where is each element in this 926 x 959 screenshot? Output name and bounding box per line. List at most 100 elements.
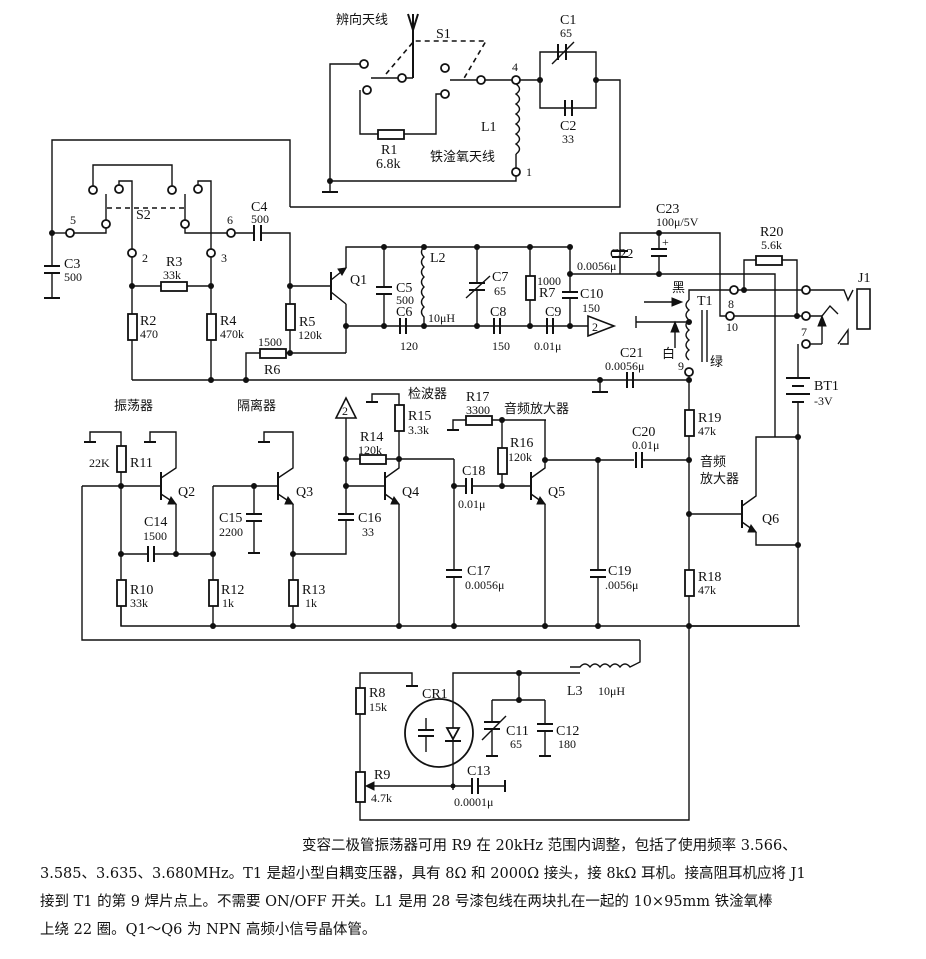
label-c8-value: 150 — [492, 339, 510, 353]
r13-resistor — [288, 579, 299, 607]
label-r16-value: 120k — [508, 450, 532, 464]
r18-resistor — [684, 569, 695, 597]
tag-2-label: 2 — [592, 320, 598, 334]
label-buffer: 隔离器 — [237, 398, 276, 414]
variable-arrow-icon — [481, 715, 507, 741]
label-q4: Q4 — [402, 485, 419, 500]
label-c7-value: 65 — [494, 284, 506, 298]
label-r19: R19 — [698, 411, 721, 426]
label-r12: R12 — [221, 583, 244, 598]
label-s1: S1 — [436, 27, 451, 42]
label-r12-value: 1k — [222, 596, 234, 610]
r12-resistor — [208, 579, 219, 607]
r1-resistor — [377, 129, 405, 140]
label-r2-value: 470 — [140, 327, 158, 341]
pin-6: 6 — [227, 213, 233, 227]
label-audio-amp: 音频放大器 — [504, 401, 569, 417]
label-q3: Q3 — [296, 485, 313, 500]
q1-emitter-arrow — [337, 267, 347, 276]
l3-coil — [570, 640, 641, 669]
label-cr1: CR1 — [422, 687, 448, 702]
label-c21: C21 — [620, 346, 643, 361]
label-c16: C16 — [358, 511, 381, 526]
label-detector: 检波器 — [408, 387, 447, 402]
r19-resistor — [684, 409, 695, 437]
r9-potentiometer[interactable] — [355, 771, 366, 803]
l1-coil — [514, 83, 521, 155]
variable-arrow-icon — [551, 41, 575, 65]
label-c10: C10 — [580, 287, 603, 302]
label-audio-amp-2b: 放大器 — [700, 472, 739, 487]
caption-line-1: 变容二极管振荡器可用 R9 在 20kHz 范围内调整，包括了使用频率 3.56… — [302, 838, 797, 854]
variable-arrow-icon — [465, 275, 491, 299]
r5-resistor — [285, 303, 296, 331]
label-r14-value: 120k — [358, 443, 382, 457]
label-c15: C15 — [219, 511, 242, 526]
label-c18: C18 — [462, 464, 485, 479]
label-dir-antenna: 辨向天线 — [336, 12, 388, 28]
label-c3-value: 500 — [64, 270, 82, 284]
label-r4: R4 — [220, 314, 236, 329]
label-r17-value: 3300 — [466, 403, 490, 417]
label-c20: C20 — [632, 425, 655, 440]
label-r14: R14 — [360, 430, 383, 445]
label-r10-value: 33k — [130, 596, 148, 610]
label-c1: C1 — [560, 13, 576, 28]
label-c2: C2 — [560, 119, 576, 134]
j1-jack[interactable] — [856, 288, 871, 330]
label-c9: C9 — [545, 305, 561, 320]
label-c16-value: 33 — [362, 525, 374, 539]
label-white: 白 — [662, 346, 675, 362]
label-c8: C8 — [490, 305, 506, 320]
label-r4-value: 470k — [220, 327, 244, 341]
caption-line-2: 3.585、3.635、3.680MHz。T1 是超小型自耦变压器，具有 8Ω … — [40, 866, 806, 882]
label-bt1: BT1 — [814, 379, 839, 394]
varactor-diode-icon — [445, 727, 461, 741]
label-c22: C22 — [610, 247, 633, 262]
r10-resistor — [116, 579, 127, 607]
r9-wiper-arrow[interactable] — [364, 781, 375, 791]
caption-line-4: 上绕 22 圈。Q1～Q6 为 NPN 高频小信号晶体管。 — [40, 922, 377, 938]
label-r19-value: 47k — [698, 424, 716, 438]
circuit-schematic: 辨向天线 S1 R1 6.8k 4 1 L1 铁淦氧天线 — [44, 12, 871, 821]
label-green: 绿 — [710, 355, 723, 370]
r8-resistor — [355, 687, 366, 715]
direction-antenna-block: 辨向天线 S1 R1 6.8k 4 1 L1 铁淦氧天线 — [290, 12, 621, 208]
label-r15-value: 3.3k — [408, 423, 429, 437]
r20-resistor — [755, 255, 783, 266]
label-r18-value: 47k — [698, 583, 716, 597]
label-ferrite-antenna: 铁淦氧天线 — [430, 149, 495, 165]
label-l1: L1 — [481, 120, 497, 135]
label-r13-value: 1k — [305, 596, 317, 610]
cr1-varactor-circle — [404, 698, 474, 768]
label-c22-value: 0.0056μ — [577, 259, 616, 273]
label-c23: C23 — [656, 202, 679, 217]
pin-9: 9 — [678, 359, 684, 373]
q1-mixer-block: Q1 R5 120k 1500 R6 C5 500 C6 120 L2 10μH — [245, 202, 776, 437]
label-r6-value: 1500 — [258, 335, 282, 349]
r3-resistor — [160, 281, 188, 292]
label-c15-value: 2200 — [219, 525, 243, 539]
label-q2: Q2 — [178, 485, 195, 500]
label-black: 黑 — [672, 281, 685, 296]
label-c5-value: 500 — [396, 293, 414, 307]
pin-4: 4 — [512, 60, 518, 74]
label-q1: Q1 — [350, 273, 367, 288]
label-r6: R6 — [264, 363, 280, 378]
label-r1-value: 6.8k — [376, 157, 401, 172]
label-r7: R7 — [539, 286, 555, 301]
label-bt1-value: -3V — [814, 394, 833, 408]
label-audio-amp-2a: 音频 — [700, 454, 726, 470]
label-l2-value: 10μH — [428, 311, 455, 325]
label-c14: C14 — [144, 515, 167, 530]
label-s2: S2 — [136, 208, 151, 223]
r11-resistor — [116, 445, 127, 473]
oscillator-buffer-block: 22K R11 Q2 C14 1500 R10 33k R12 1k C15 — [81, 431, 800, 641]
r16-resistor — [497, 447, 508, 475]
label-c12: C12 — [556, 724, 579, 739]
label-c6: C6 — [396, 305, 412, 320]
label-r17: R17 — [466, 390, 489, 405]
label-r7-value: 1000 — [537, 274, 561, 288]
label-r13: R13 — [302, 583, 325, 598]
label-c17-value: 0.0056μ — [465, 578, 504, 592]
